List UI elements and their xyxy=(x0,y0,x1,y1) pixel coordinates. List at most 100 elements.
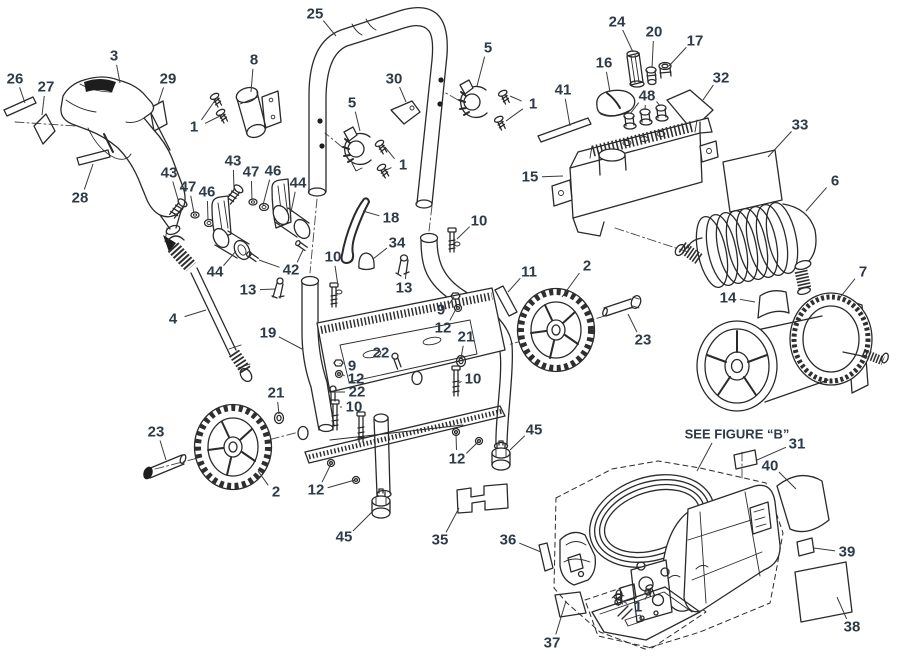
part-label-10: 10 xyxy=(325,249,342,266)
part-label-13: 13 xyxy=(240,282,257,299)
part-label-1: 1 xyxy=(634,599,642,616)
part-label-22: 22 xyxy=(349,384,366,401)
leader-line xyxy=(384,146,395,159)
part-label-21: 21 xyxy=(268,385,285,402)
part-label-20: 20 xyxy=(646,24,663,41)
leader-line xyxy=(290,191,296,213)
leader-line xyxy=(399,86,407,103)
nut-47-left xyxy=(190,211,200,219)
part-label-47: 47 xyxy=(243,164,260,181)
leader-line xyxy=(321,463,332,483)
part-label-1: 1 xyxy=(529,96,537,113)
leader-line xyxy=(449,308,457,321)
leader-line xyxy=(445,507,460,533)
part-label-9: 9 xyxy=(437,302,445,319)
leader-line xyxy=(159,440,167,461)
part-label-31: 31 xyxy=(789,436,806,453)
leader-line xyxy=(404,271,407,280)
leader-line xyxy=(341,373,345,377)
decal-28 xyxy=(76,149,111,166)
leader-line xyxy=(837,278,856,301)
leader-line xyxy=(362,210,380,217)
foot-45-right xyxy=(491,440,511,471)
leader-line xyxy=(391,356,395,360)
part-label-1: 1 xyxy=(190,119,198,136)
foot-caps xyxy=(371,440,511,519)
decal-35 xyxy=(456,483,509,514)
part-label-10: 10 xyxy=(471,213,488,230)
foot-45-left xyxy=(371,488,391,519)
decal-40 xyxy=(776,474,830,533)
nozzle-20 xyxy=(645,66,657,86)
leader-line xyxy=(509,435,526,451)
leader-line xyxy=(767,131,792,158)
leader-line xyxy=(629,102,640,115)
part-label-13: 13 xyxy=(396,280,413,297)
tank-cap-16 xyxy=(596,89,636,117)
part-label-23: 23 xyxy=(635,332,652,349)
pump-motor-unit xyxy=(553,460,784,650)
part-label-12: 12 xyxy=(348,371,365,388)
leader-line xyxy=(257,470,269,486)
part-label-25: 25 xyxy=(307,6,324,23)
part-label-24: 24 xyxy=(609,14,626,31)
part-label-12: 12 xyxy=(449,451,466,468)
part-label-2: 2 xyxy=(583,258,591,275)
part-label-3: 3 xyxy=(110,48,118,65)
leader-line xyxy=(456,226,471,240)
nut-9-left xyxy=(333,359,344,367)
decal-37 xyxy=(554,591,587,618)
part-label-28: 28 xyxy=(72,190,89,207)
leader-line xyxy=(190,195,195,214)
leader-line xyxy=(805,187,828,212)
leader-line xyxy=(354,111,361,132)
part-label-21: 21 xyxy=(458,329,475,346)
part-label-4: 4 xyxy=(169,311,178,328)
part-label-44: 44 xyxy=(207,264,224,281)
bolt-10-b xyxy=(447,227,457,253)
nozzles-48 xyxy=(623,104,669,130)
part-label-27: 27 xyxy=(38,79,55,96)
leader-line xyxy=(250,180,253,201)
leader-line xyxy=(778,471,797,490)
leader-line xyxy=(449,296,455,304)
leader-line xyxy=(541,175,564,178)
leader-line xyxy=(627,313,638,333)
part-label-44: 44 xyxy=(290,175,307,192)
axle-bolt-left xyxy=(143,454,187,480)
leader-line xyxy=(555,600,567,635)
part-label-40: 40 xyxy=(762,458,779,475)
gun-holder xyxy=(235,86,282,139)
leader-line xyxy=(651,40,654,69)
hanger-hook-18 xyxy=(340,197,370,264)
part-label-43: 43 xyxy=(161,165,178,182)
part-label-12: 12 xyxy=(435,320,452,337)
nut-47-right xyxy=(248,198,258,206)
spray-gun xyxy=(60,76,186,236)
decal-38 xyxy=(794,561,853,623)
part-label-26: 26 xyxy=(7,71,24,88)
part-label-34: 34 xyxy=(389,235,406,252)
part-label-45: 45 xyxy=(526,422,543,439)
washer-46-right xyxy=(258,202,270,212)
clip-13-mid xyxy=(395,254,410,277)
decal-26 xyxy=(3,96,37,117)
leader-line xyxy=(172,181,180,204)
wheel-right xyxy=(516,287,596,373)
leader-line xyxy=(507,277,521,293)
leader-line xyxy=(476,56,486,87)
part-label-43: 43 xyxy=(225,153,242,170)
wheel-left xyxy=(193,403,273,491)
bolt-10-a xyxy=(329,282,339,308)
leader-line xyxy=(259,288,276,291)
part-label-46: 46 xyxy=(265,163,282,180)
clips-and-caps xyxy=(271,197,410,299)
washer-12-c xyxy=(326,458,336,468)
spray-wand xyxy=(163,235,253,383)
cart-frame xyxy=(297,232,513,499)
bracket-44-right xyxy=(271,178,311,240)
part-label-47: 47 xyxy=(180,179,197,196)
part-label-7: 7 xyxy=(859,264,867,281)
leader-line xyxy=(41,95,45,116)
